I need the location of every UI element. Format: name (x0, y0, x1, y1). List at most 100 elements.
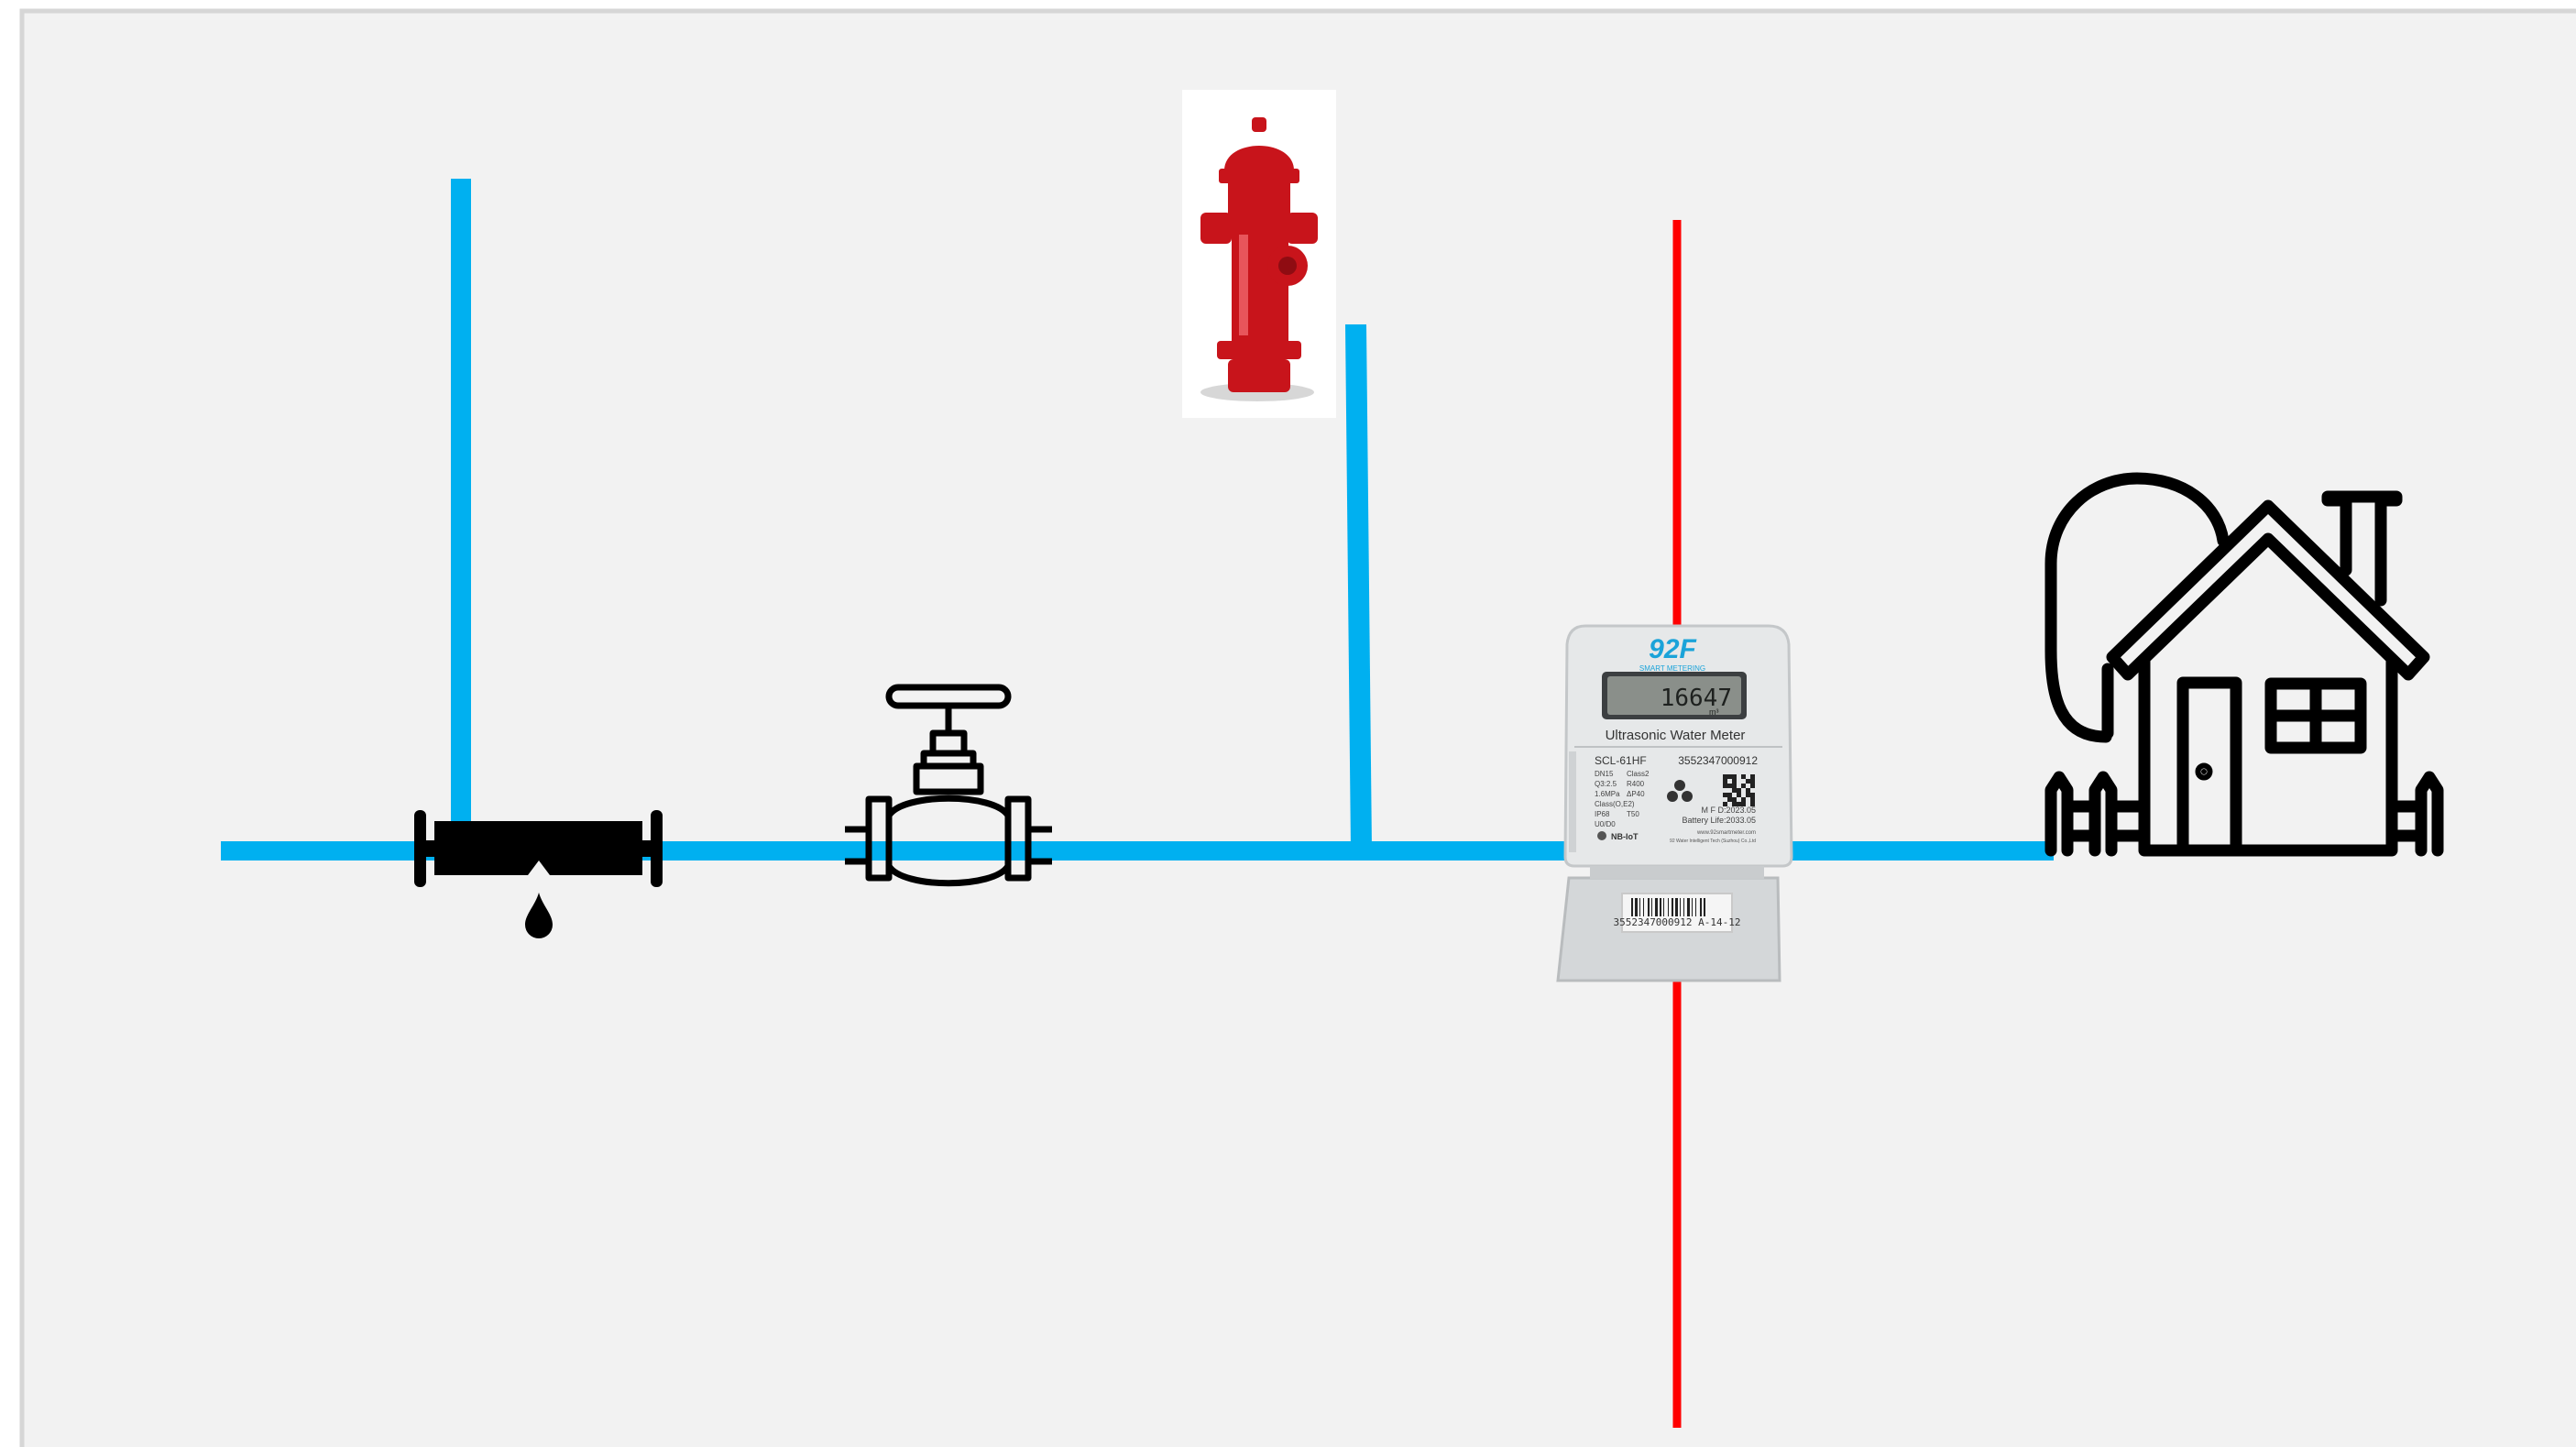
meter-barcode-text: 3552347000912 A-14-12 (1613, 916, 1740, 928)
qr-module (1750, 797, 1755, 802)
fence-left (2044, 771, 2151, 857)
leak-flange-left (414, 810, 426, 887)
pipe-leak-icon (414, 810, 663, 938)
water-drop (525, 893, 553, 938)
qr-module (1727, 774, 1732, 779)
barcode-bar (1692, 898, 1693, 916)
barcode-bar (1680, 898, 1681, 916)
hydrant-upper-body (1228, 183, 1290, 229)
leak-flange-right (651, 810, 663, 887)
house-door-knob (2195, 762, 2213, 781)
qr-module (1746, 788, 1750, 793)
meter-spec-item: Q3:2.5 (1595, 780, 1617, 788)
qr-module (1750, 774, 1755, 779)
qr-module (1732, 788, 1737, 793)
qr-module (1732, 774, 1737, 779)
barcode-bar (1672, 898, 1673, 916)
meter-serial: 3552347000912 (1678, 754, 1758, 767)
meter-lid-hinge (1590, 866, 1764, 879)
meter-qr-code (1723, 774, 1755, 806)
fence-right (2385, 771, 2444, 857)
qr-module (1727, 793, 1732, 797)
qr-module (1741, 802, 1746, 806)
hydrant-base (1228, 359, 1290, 392)
qr-module (1737, 788, 1741, 793)
meter-spec-item: ΔP40 (1627, 790, 1645, 798)
leak-pipe-end-right (641, 840, 651, 857)
house-roof (2106, 499, 2430, 681)
meter-maker: 92 Water Intelligent Tech (Suzhou) Co.,L… (1670, 839, 1756, 844)
hydrant-dome (1224, 146, 1294, 170)
leak-pipe-body (434, 821, 642, 875)
qr-module (1741, 784, 1746, 788)
house-chimney (2321, 490, 2403, 607)
barcode-bar (1704, 898, 1705, 916)
qr-module (1723, 793, 1727, 797)
meter-spec-item: R400 (1627, 780, 1645, 788)
branch-pipe-hydrant (1345, 324, 1372, 850)
meter-spec-item: Class(O,E2) (1595, 800, 1635, 808)
meter-spec-item: U0/D0 (1595, 820, 1616, 828)
qr-module (1741, 797, 1746, 802)
qr-module (1737, 793, 1741, 797)
hydrant-left-nozzle (1200, 213, 1232, 244)
barcode-bar (1651, 898, 1652, 916)
qr-module (1732, 797, 1737, 802)
qr-module (1723, 802, 1727, 806)
meter-brand-subtitle: SMART METERING (1639, 664, 1705, 673)
hydrant-right-nozzle (1287, 213, 1318, 244)
qr-module (1750, 802, 1755, 806)
barcode-bar (1668, 898, 1669, 916)
meter-barcode (1631, 898, 1705, 916)
meter-lcd-screen (1607, 676, 1741, 715)
meter-model: SCL-61HF (1595, 754, 1647, 767)
house-with-tree-icon (2044, 472, 2444, 857)
house-wall (2138, 653, 2398, 857)
qr-module (1737, 802, 1741, 806)
meter-mfd: M F D:2023.05 (1701, 806, 1756, 815)
barcode-bar (1695, 898, 1696, 916)
hydrant-top-rim (1219, 169, 1299, 183)
gate-valve-icon (845, 684, 1052, 887)
meter-lcd-unit: m³ (1709, 707, 1719, 717)
meter-flow-logo (1667, 780, 1693, 802)
meter-battery: Battery Life:2033.05 (1682, 816, 1756, 825)
ultrasonic-water-meter-image: 3552347000912 A-14-12 92F SMART METERING… (1556, 624, 1793, 982)
barcode-bar (1639, 898, 1640, 916)
meter-spec-item: IP68 (1595, 810, 1610, 818)
qr-module (1727, 797, 1732, 802)
leak-pipe-end-left (426, 840, 435, 857)
branch-pipe-left (451, 179, 471, 852)
qr-module (1746, 793, 1750, 797)
qr-module (1746, 779, 1750, 784)
qr-module (1727, 784, 1732, 788)
barcode-bar (1687, 898, 1690, 916)
hydrant-cap-shade (1278, 257, 1297, 275)
fire-hydrant-image (1182, 90, 1336, 418)
valve-flange-right (1004, 795, 1032, 882)
qr-module (1723, 784, 1727, 788)
meter-website: www.92smartmeter.com (1696, 830, 1756, 836)
meter-side-band-left (1569, 751, 1576, 852)
barcode-bar (1655, 898, 1658, 916)
qr-module (1750, 793, 1755, 797)
qr-module (1732, 802, 1737, 806)
qr-module (1732, 784, 1737, 788)
valve-bonnet (913, 762, 984, 795)
meter-spec-item: T50 (1627, 810, 1639, 818)
barcode-bar (1631, 898, 1633, 916)
qr-module (1750, 779, 1755, 784)
qr-module (1723, 779, 1727, 784)
barcode-bar (1683, 898, 1684, 916)
qr-module (1741, 774, 1746, 779)
meter-network-icon (1597, 831, 1606, 840)
hydrant-highlight (1239, 235, 1248, 335)
meter-spec-item: Class2 (1627, 770, 1650, 778)
qr-module (1750, 784, 1755, 788)
barcode-bar (1635, 898, 1638, 916)
meter-spec-item: 1.6MPa (1595, 790, 1620, 798)
meter-spec-item: DN15 (1595, 770, 1614, 778)
